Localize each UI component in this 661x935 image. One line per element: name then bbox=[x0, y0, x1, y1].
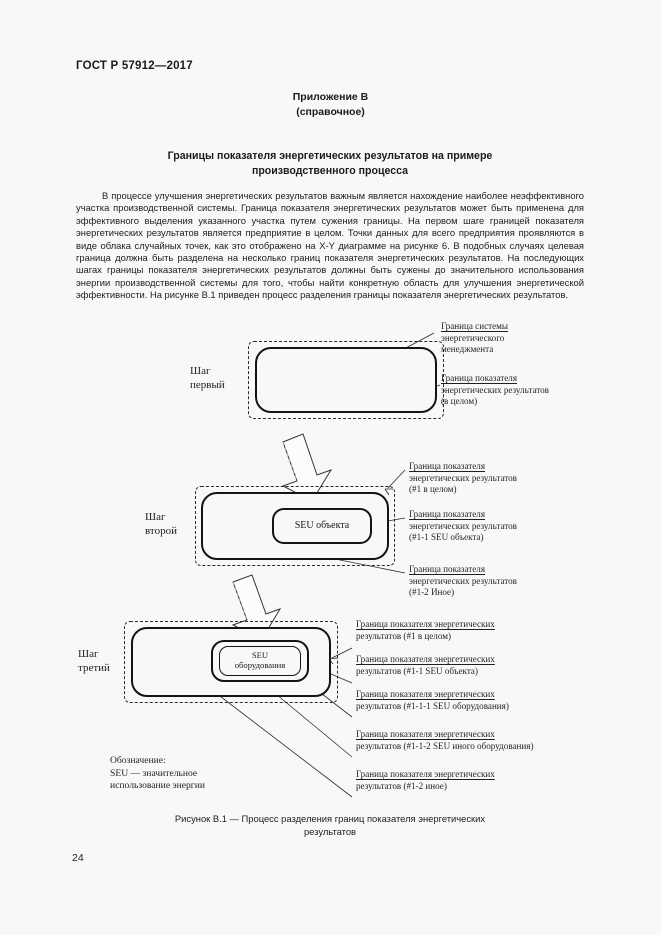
callout-step2-c-line2: энергетических результатов bbox=[409, 575, 517, 586]
callout-step1-b-line2: энергетических результатов bbox=[441, 384, 549, 395]
figure-v1: Шаг первый Граница системы энергетическо… bbox=[0, 305, 661, 825]
callout-step3-e-line2: результатов (#1-2 иное) bbox=[356, 780, 447, 791]
callout-step2-b-line3: (#1-1 SEU объекта) bbox=[409, 532, 484, 543]
figure-caption-line1: Рисунок В.1 — Процесс разделения границ … bbox=[174, 813, 486, 824]
step1-label: Шаг первый bbox=[190, 365, 250, 392]
step2-label-line2: второй bbox=[145, 524, 177, 537]
page-number: 24 bbox=[72, 852, 84, 864]
callout-step1-a-line3: менеджмента bbox=[441, 344, 494, 355]
callout-step3-d-line2: результатов (#1-1-2 SEU иного оборудован… bbox=[356, 740, 534, 751]
callout-step1-b-line3: (в целом) bbox=[441, 396, 478, 407]
callout-step3-b-line1: Граница показателя энергетических bbox=[356, 654, 495, 664]
body-paragraph-block: В процессе улучшения энергетических резу… bbox=[76, 190, 584, 302]
step3-seu-equipment-label: SEU оборудования bbox=[234, 650, 286, 671]
callout-step1-performance-whole: Граница показателя энергетических резуль… bbox=[441, 373, 549, 408]
callout-step1-management-system: Граница системы энергетического менеджме… bbox=[441, 321, 508, 356]
callout-step1-b-line1: Граница показателя bbox=[441, 373, 518, 383]
step2-seu-object-label: SEU объекта bbox=[294, 520, 350, 532]
annex-subtitle: (справочное) bbox=[296, 106, 365, 118]
step3-seu-equipment-line2: оборудования bbox=[234, 660, 286, 670]
callout-step3-seu-equipment: Граница показателя энергетических резуль… bbox=[356, 689, 509, 712]
step2-label: Шаг второй bbox=[145, 511, 205, 538]
body-paragraph: В процессе улучшения энергетических резу… bbox=[76, 190, 584, 301]
callout-step2-other: Граница показателя энергетических резуль… bbox=[409, 564, 517, 599]
step1-label-line1: Шаг bbox=[190, 365, 211, 377]
callout-step3-a-line2: результатов (#1 в целом) bbox=[356, 630, 451, 641]
callout-step2-c-line3: (#1-2 Иное) bbox=[409, 587, 455, 598]
callout-step3-b-line2: результатов (#1-1 SEU объекта) bbox=[356, 665, 478, 676]
figure-legend: Обозначение: SEU — значительное использо… bbox=[110, 755, 205, 793]
callout-step2-a-line3: (#1 в целом) bbox=[409, 484, 457, 495]
callout-step3-other: Граница показателя энергетических резуль… bbox=[356, 769, 495, 792]
step3-seu-equipment-line1: SEU bbox=[251, 650, 269, 661]
callout-step2-a-line1: Граница показателя bbox=[409, 461, 486, 471]
step1-performance-boundary bbox=[255, 347, 437, 413]
callout-step3-c-line1: Граница показателя энергетических bbox=[356, 689, 495, 699]
callout-step3-seu-object: Граница показателя энергетических резуль… bbox=[356, 654, 495, 677]
annex-title: Приложение В bbox=[292, 91, 369, 103]
step3-outer-dashed-boundary bbox=[124, 621, 338, 703]
callout-step2-seu-object: Граница показателя энергетических резуль… bbox=[409, 509, 517, 544]
callout-step3-whole: Граница показателя энергетических резуль… bbox=[356, 619, 495, 642]
page-title: Границы показателя энергетических резуль… bbox=[80, 149, 580, 179]
step3-label-line2: третий bbox=[78, 661, 110, 674]
step3-label: Шаг третий bbox=[78, 648, 138, 675]
legend-line3: использование энергии bbox=[110, 780, 205, 792]
step2-label-line1: Шаг bbox=[145, 511, 166, 523]
step1-label-line2: первый bbox=[190, 378, 225, 391]
callout-step2-b-line1: Граница показателя bbox=[409, 509, 486, 519]
step2-outer-dashed-boundary bbox=[195, 486, 395, 566]
callout-step2-whole: Граница показателя энергетических резуль… bbox=[409, 461, 517, 496]
step3-seu-equipment-box: SEU оборудования bbox=[219, 646, 301, 676]
page-title-line-2: производственного процесса bbox=[251, 165, 409, 177]
legend-line1: Обозначение: bbox=[110, 755, 166, 766]
callout-step3-e-line1: Граница показателя энергетических bbox=[356, 769, 495, 779]
standard-number: ГОСТ Р 57912—2017 bbox=[76, 60, 193, 72]
page-title-line-1: Границы показателя энергетических резуль… bbox=[167, 150, 493, 162]
step2-seu-object-box: SEU объекта bbox=[272, 508, 372, 544]
figure-caption-line2: результатов bbox=[303, 826, 357, 837]
callout-step3-c-line2: результатов (#1-1-1 SEU оборудования) bbox=[356, 700, 509, 711]
callout-step2-c-line1: Граница показателя bbox=[409, 564, 486, 574]
callout-step2-a-line2: энергетических результатов bbox=[409, 472, 517, 483]
figure-caption: Рисунок В.1 — Процесс разделения границ … bbox=[80, 812, 580, 838]
callout-step2-b-line2: энергетических результатов bbox=[409, 520, 517, 531]
callout-step1-a-line1: Граница системы bbox=[441, 321, 508, 331]
legend-line2: SEU — значительное bbox=[110, 767, 198, 779]
callout-step3-d-line1: Граница показателя энергетических bbox=[356, 729, 495, 739]
callout-step3-a-line1: Граница показателя энергетических bbox=[356, 619, 495, 629]
step1-management-system-boundary bbox=[248, 341, 444, 419]
annex-heading: Приложение В (справочное) bbox=[0, 90, 661, 120]
callout-step3-seu-other-equipment: Граница показателя энергетических резуль… bbox=[356, 729, 534, 752]
step3-label-line1: Шаг bbox=[78, 648, 99, 660]
callout-step1-a-line2: энергетического bbox=[441, 332, 505, 343]
